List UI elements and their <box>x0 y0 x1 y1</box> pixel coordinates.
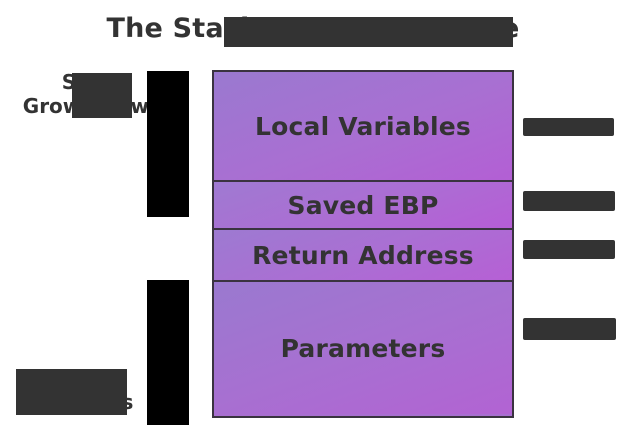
stack-cell-parameters-label: Parameters <box>280 333 446 363</box>
annotation-local-variables <box>523 118 614 136</box>
stack-cell-local-variables: Local Variables <box>214 72 512 180</box>
stack-cell-saved-ebp: Saved EBP <box>214 180 512 228</box>
stack-frame-diagram: Local Variables Saved EBP Return Address… <box>212 70 514 418</box>
stack-grows-down-redaction-block <box>72 73 132 118</box>
title-redaction-block <box>224 17 513 47</box>
stack-cell-saved-ebp-label: Saved EBP <box>287 190 439 220</box>
annotation-saved-ebp <box>523 191 615 211</box>
stack-cell-return-address-label: Return Address <box>252 240 474 270</box>
higher-addresses-arrow-icon <box>147 280 189 425</box>
stack-cell-local-variables-label: Local Variables <box>255 111 471 141</box>
stack-grows-down-arrow-icon <box>147 71 189 217</box>
higher-addresses-redaction-block <box>16 369 127 415</box>
stack-cell-parameters: Parameters <box>214 280 512 414</box>
annotation-parameters <box>523 318 616 340</box>
stack-cell-return-address: Return Address <box>214 228 512 280</box>
annotation-return-address <box>523 240 615 259</box>
